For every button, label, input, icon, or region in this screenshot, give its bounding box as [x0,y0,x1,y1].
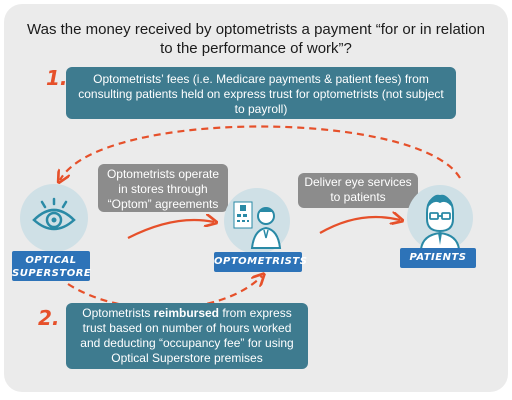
optometrists-tag: OPTOMETRISTS [214,252,307,272]
store-tag-line1: OPTICAL [25,255,77,266]
operate-label: Optometrists operate in stores through “… [106,167,220,211]
diagram-question: Was the money received by optometrists a… [27,21,485,57]
patient-icon [419,194,461,250]
eye-icon [32,197,76,231]
optometrists-to-patients-arrow [319,217,400,234]
step-one-text: Optometrists’ fees (i.e. Medicare paymen… [78,72,444,116]
fees-return-arrow [60,125,461,181]
reimbursement-arrow [67,276,262,310]
step-two-text-start: Optometrists [82,306,154,320]
step-two-number: 2. [38,306,60,330]
store-tag-line2: SUPERSTORE [12,268,92,279]
store-tag: OPTICAL SUPERSTORE [12,251,92,281]
operate-label-box: Optometrists operate in stores through “… [98,164,228,212]
deliver-label: Deliver eye services to patients [304,175,412,204]
step-two-box: Optometrists reimbursed from express tru… [66,303,308,369]
deliver-label-box: Deliver eye services to patients [298,173,418,208]
store-to-optometrists-arrow [127,220,214,239]
step-one-box: Optometrists’ fees (i.e. Medicare paymen… [66,67,456,119]
step-two-text-end: from express trust based on number of ho… [80,306,294,365]
step-two-text-bold: reimbursed [153,306,220,320]
patients-tag: PATIENTS [400,248,476,268]
step-one-number: 1. [46,66,68,90]
optometrist-icon [233,201,282,249]
